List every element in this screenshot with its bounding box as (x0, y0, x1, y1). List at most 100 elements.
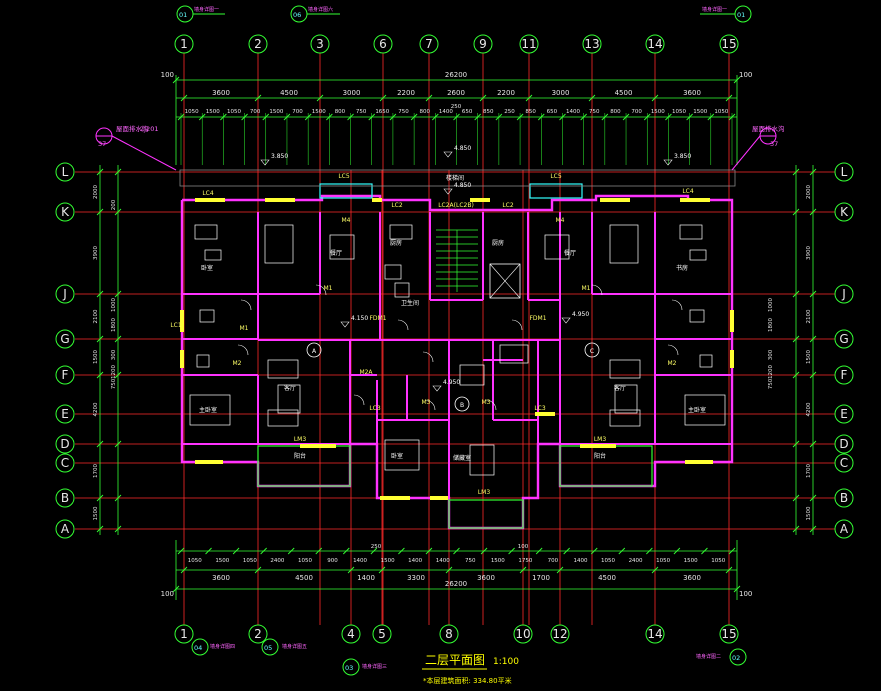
dim-text: 1500 (651, 109, 665, 115)
axis-bubble (310, 34, 330, 54)
dim-text: 26200 (445, 580, 467, 588)
furniture (194, 224, 218, 240)
room-label: 阳台 (594, 452, 606, 460)
dim-text: 1500 (806, 350, 812, 364)
axis-label-left: C (61, 456, 69, 470)
dim-text: 1500 (381, 558, 395, 564)
axis-bubble (834, 365, 854, 385)
dim-tick (232, 547, 240, 555)
dim-tick (479, 94, 487, 102)
door-swing (315, 284, 327, 296)
dim-tick (480, 547, 488, 555)
dim-text: 4500 (598, 574, 616, 582)
dim-tick (725, 566, 733, 574)
window-mark (430, 496, 448, 500)
dim-text: 1050 (601, 558, 615, 564)
dim-tick (114, 335, 122, 343)
axis-bubble (834, 453, 854, 473)
dim-tick (508, 547, 515, 555)
dim-text: 2000 (93, 185, 99, 199)
room-details (189, 151, 726, 476)
dim-text: 1050 (711, 558, 725, 564)
dim-text: 750 (111, 378, 117, 389)
axis-label-left: D (60, 437, 69, 451)
axis-bubble (55, 284, 75, 304)
level-marker (443, 188, 453, 195)
axis-bubble (55, 488, 75, 508)
furniture (267, 409, 299, 427)
dim-tick (563, 547, 571, 555)
axis-bubble (341, 624, 361, 644)
dim-text: 4500 (280, 89, 298, 97)
callout-num: 03 (345, 664, 353, 672)
axis-label-right: E (840, 407, 848, 421)
axis-bubble (248, 624, 268, 644)
axis-lines (75, 50, 835, 625)
dim-tick (556, 566, 564, 574)
callout-num: 05 (264, 644, 272, 652)
furniture (609, 409, 641, 427)
dim-text: 700 (250, 109, 261, 115)
dim-text: 4500 (295, 574, 313, 582)
axis-label-top: 15 (721, 37, 736, 51)
unit-circle (306, 342, 322, 358)
dim-text: 1400 (353, 558, 367, 564)
dim-text: 3300 (407, 574, 425, 582)
drawing-title: 二层平面图 (425, 653, 485, 667)
axis-label-right: D (839, 437, 848, 451)
window-mark (535, 412, 555, 416)
furniture (204, 249, 222, 261)
callout-num: 02 (732, 654, 740, 662)
dim-text: 2100 (806, 309, 812, 323)
window-mark (180, 350, 184, 368)
room-label: 楼梯间 (446, 174, 464, 182)
furniture (699, 354, 713, 368)
dim-tick (425, 547, 433, 555)
dim-text: 900 (327, 558, 338, 564)
axis-label-right: G (839, 332, 848, 346)
dim-text: 1200 (111, 365, 117, 379)
axis-bubble (645, 624, 665, 644)
axis-label-bottom: 12 (552, 627, 567, 641)
dim-text: 2600 (447, 89, 465, 97)
axis-label-top: 1 (180, 37, 188, 51)
room-label: 储藏室 (453, 454, 471, 462)
area-note: *本层建筑面积: 334.80平米 (423, 676, 512, 685)
dim-text: 1650 (375, 109, 389, 115)
dim-tick (254, 94, 262, 102)
axis-bubble (834, 404, 854, 424)
room-label: 餐厅 (564, 249, 576, 257)
room-label: 书房 (676, 264, 688, 272)
callout-num: 01 (737, 11, 745, 19)
axis-label-top: 11 (521, 37, 536, 51)
axis-label-left: L (62, 165, 69, 179)
dim-tick (347, 566, 355, 574)
window-tag: LC5 (550, 173, 562, 180)
dim-text: 2100 (93, 309, 99, 323)
door-swing (240, 299, 252, 311)
door-tag: M1 (582, 285, 591, 292)
furniture (459, 364, 485, 386)
dim-text: 250 (371, 544, 382, 550)
dim-tick (316, 94, 324, 102)
window-balcony (529, 183, 583, 199)
dim-text: 1050 (298, 558, 312, 564)
axis-label-bottom: 2 (254, 627, 262, 641)
dim-tick (792, 494, 800, 502)
room-label: 阳台 (294, 452, 306, 460)
unit-label: B (460, 402, 464, 409)
dim-tick (701, 547, 708, 555)
window-mark (730, 350, 734, 368)
dim-text: 800 (610, 109, 621, 115)
dim-text: 1050 (243, 558, 257, 564)
callout-text: 墙身详图一 (194, 6, 219, 13)
furniture (384, 264, 402, 280)
door-swing (237, 344, 249, 356)
axis-bubble (419, 34, 439, 54)
dim-tick (114, 494, 122, 502)
balcony (448, 499, 524, 529)
furniture (689, 249, 707, 261)
dim-tick (809, 371, 817, 379)
